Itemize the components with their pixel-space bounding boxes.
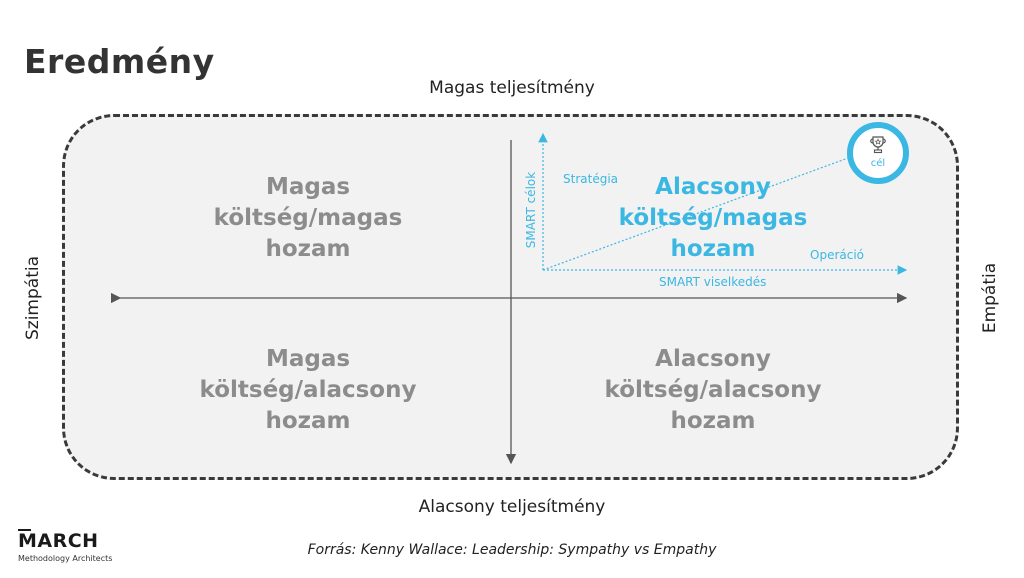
smart-goals-label: SMART célok: [524, 171, 538, 249]
quadrant-line: költség/magas: [618, 205, 808, 231]
quadrant-line: Magas: [265, 174, 351, 200]
goal-badge: cél: [847, 122, 909, 184]
quadrant-bottom-right: Alacsony költség/alacsony hozam: [563, 344, 863, 437]
quadrant-line: hozam: [670, 408, 756, 434]
source-citation: Forrás: Kenny Wallace: Leadership: Sympa…: [307, 542, 717, 558]
goal-label: cél: [870, 158, 886, 169]
quadrant-line: költség/magas: [213, 205, 403, 231]
logo-tagline: Methodology Architects: [18, 554, 113, 563]
march-logo: MARCH Methodology Architects: [18, 529, 113, 563]
page-title: Eredmény: [24, 42, 215, 81]
quadrant-top-left: Magas költség/magas hozam: [158, 172, 458, 265]
quadrant-line: hozam: [265, 408, 351, 434]
quadrant-line: költség/alacsony: [604, 377, 822, 403]
top-axis-label: Magas teljesítmény: [429, 78, 595, 98]
strategy-label: Stratégia: [563, 172, 619, 186]
quadrant-line: hozam: [670, 236, 756, 262]
quadrant-top-right: Alacsony költség/magas hozam: [563, 172, 863, 265]
quadrant-line: Alacsony: [655, 346, 771, 372]
smart-behavior-label: SMART viselkedés: [659, 275, 767, 289]
quadrant-line: Alacsony: [655, 174, 771, 200]
quadrant-line: hozam: [265, 236, 351, 262]
bottom-axis-label: Alacsony teljesítmény: [418, 497, 606, 517]
operation-label: Operáció: [810, 248, 865, 262]
quadrant-line: Magas: [265, 346, 351, 372]
quadrant-bottom-left: Magas költség/alacsony hozam: [158, 344, 458, 437]
logo-name: MARCH: [18, 529, 99, 552]
trophy-icon: [870, 136, 886, 154]
quadrant-line: költség/alacsony: [199, 377, 417, 403]
